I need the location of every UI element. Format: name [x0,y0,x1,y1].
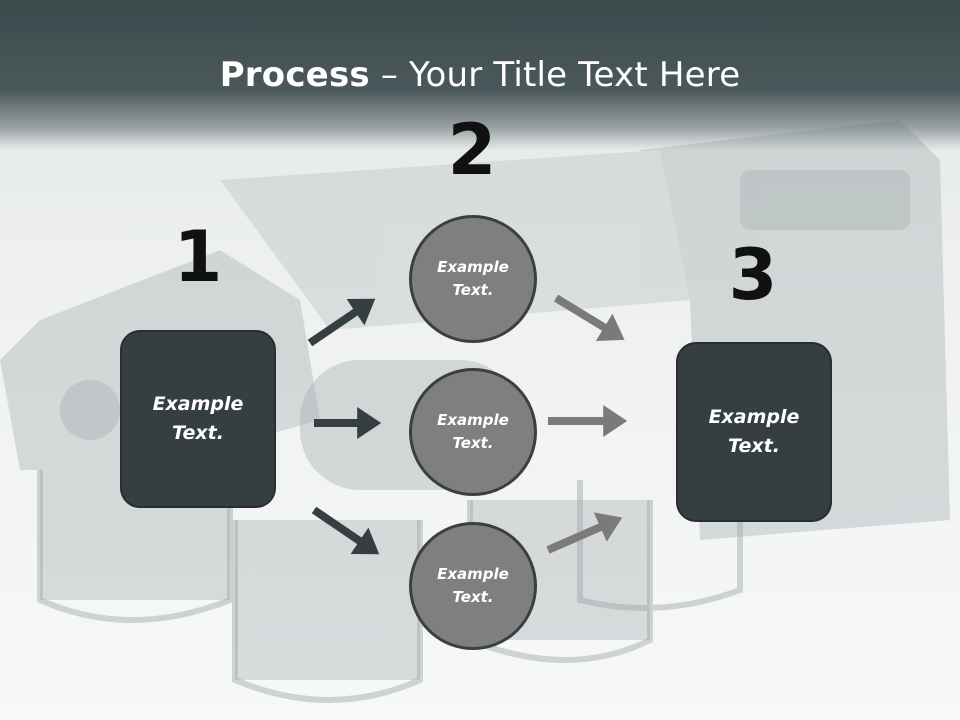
step-1-text: Example Text. [152,393,244,444]
arrow-1-to-bottom [311,506,380,555]
title-rest: – Your Title Text Here [369,55,741,95]
step-2-circle-bottom: Example Text. [409,522,537,650]
step-2-text-middle: Example Text. [437,411,509,452]
title-band [0,0,960,150]
step-1-box: Example Text. [120,330,276,508]
step-2-text-top: Example Text. [437,258,509,299]
step-2-text-bottom: Example Text. [437,565,509,606]
step-number-1: 1 [173,216,223,298]
step-number-2: 2 [447,109,497,191]
step-3-text: Example Text. [708,406,800,457]
slide-title: Process – Your Title Text Here [0,52,960,98]
title-bold: Process [219,55,370,95]
arrow-1-to-top [307,298,376,347]
arrow-top-to-3 [553,294,625,341]
arrow-bottom-to-3 [546,512,623,554]
step-3-box: Example Text. [676,342,832,522]
step-number-3: 3 [728,234,778,316]
step-2-circle-middle: Example Text. [409,368,537,496]
step-2-circle-top: Example Text. [409,215,537,343]
